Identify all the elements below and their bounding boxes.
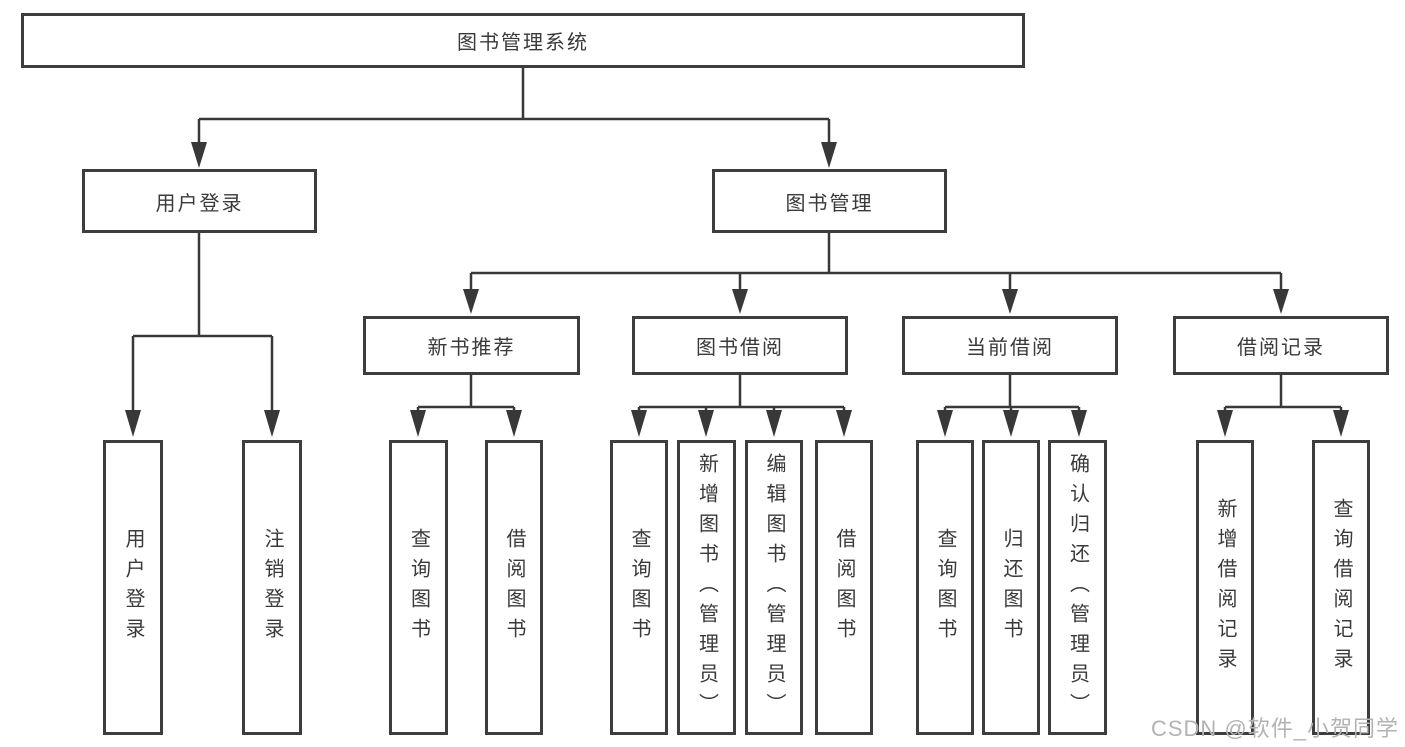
leaf-add-borrow-record: 新增借阅记录 xyxy=(1196,440,1254,735)
node-book-management: 图书管理 xyxy=(712,169,947,233)
leaf-confirm-return-admin: 确认归还（管理员） xyxy=(1048,440,1107,735)
connector-borrowing-records-branch xyxy=(1217,375,1349,437)
connector-current-borrowing-branch xyxy=(937,375,1087,437)
node-borrowing-records: 借阅记录 xyxy=(1173,316,1389,375)
leaf-user-login: 用户登录 xyxy=(103,440,163,735)
node-current-borrowing: 当前借阅 xyxy=(902,316,1118,375)
node-user-login: 用户登录 xyxy=(82,169,317,233)
node-new-book-recommendation: 新书推荐 xyxy=(363,316,580,375)
leaf-query-borrow-record: 查询借阅记录 xyxy=(1312,440,1370,735)
leaf-query-books-recommend: 查询图书 xyxy=(389,440,448,735)
connector-book-borrowing-branch xyxy=(631,375,852,437)
leaf-logout: 注销登录 xyxy=(242,440,302,735)
connector-user-login-branch xyxy=(125,233,280,437)
connector-book-management-branch xyxy=(463,233,1289,314)
csdn-watermark: CSDN @软件_小贺同学 xyxy=(1150,716,1399,741)
leaf-query-books-borrowing: 查询图书 xyxy=(610,440,668,735)
leaf-borrow-books: 借阅图书 xyxy=(815,440,873,735)
leaf-edit-books-admin: 编辑图书（管理员） xyxy=(745,440,803,735)
leaf-return-books: 归还图书 xyxy=(982,440,1040,735)
leaf-query-books-current: 查询图书 xyxy=(916,440,974,735)
leaf-borrow-books-recommend: 借阅图书 xyxy=(485,440,543,735)
node-book-management-system: 图书管理系统 xyxy=(21,13,1025,68)
connector-new-book-branch xyxy=(410,375,522,437)
leaf-add-books-admin: 新增图书（管理员） xyxy=(677,440,736,735)
node-book-borrowing: 图书借阅 xyxy=(632,316,848,375)
connector-root-branch xyxy=(191,68,837,168)
